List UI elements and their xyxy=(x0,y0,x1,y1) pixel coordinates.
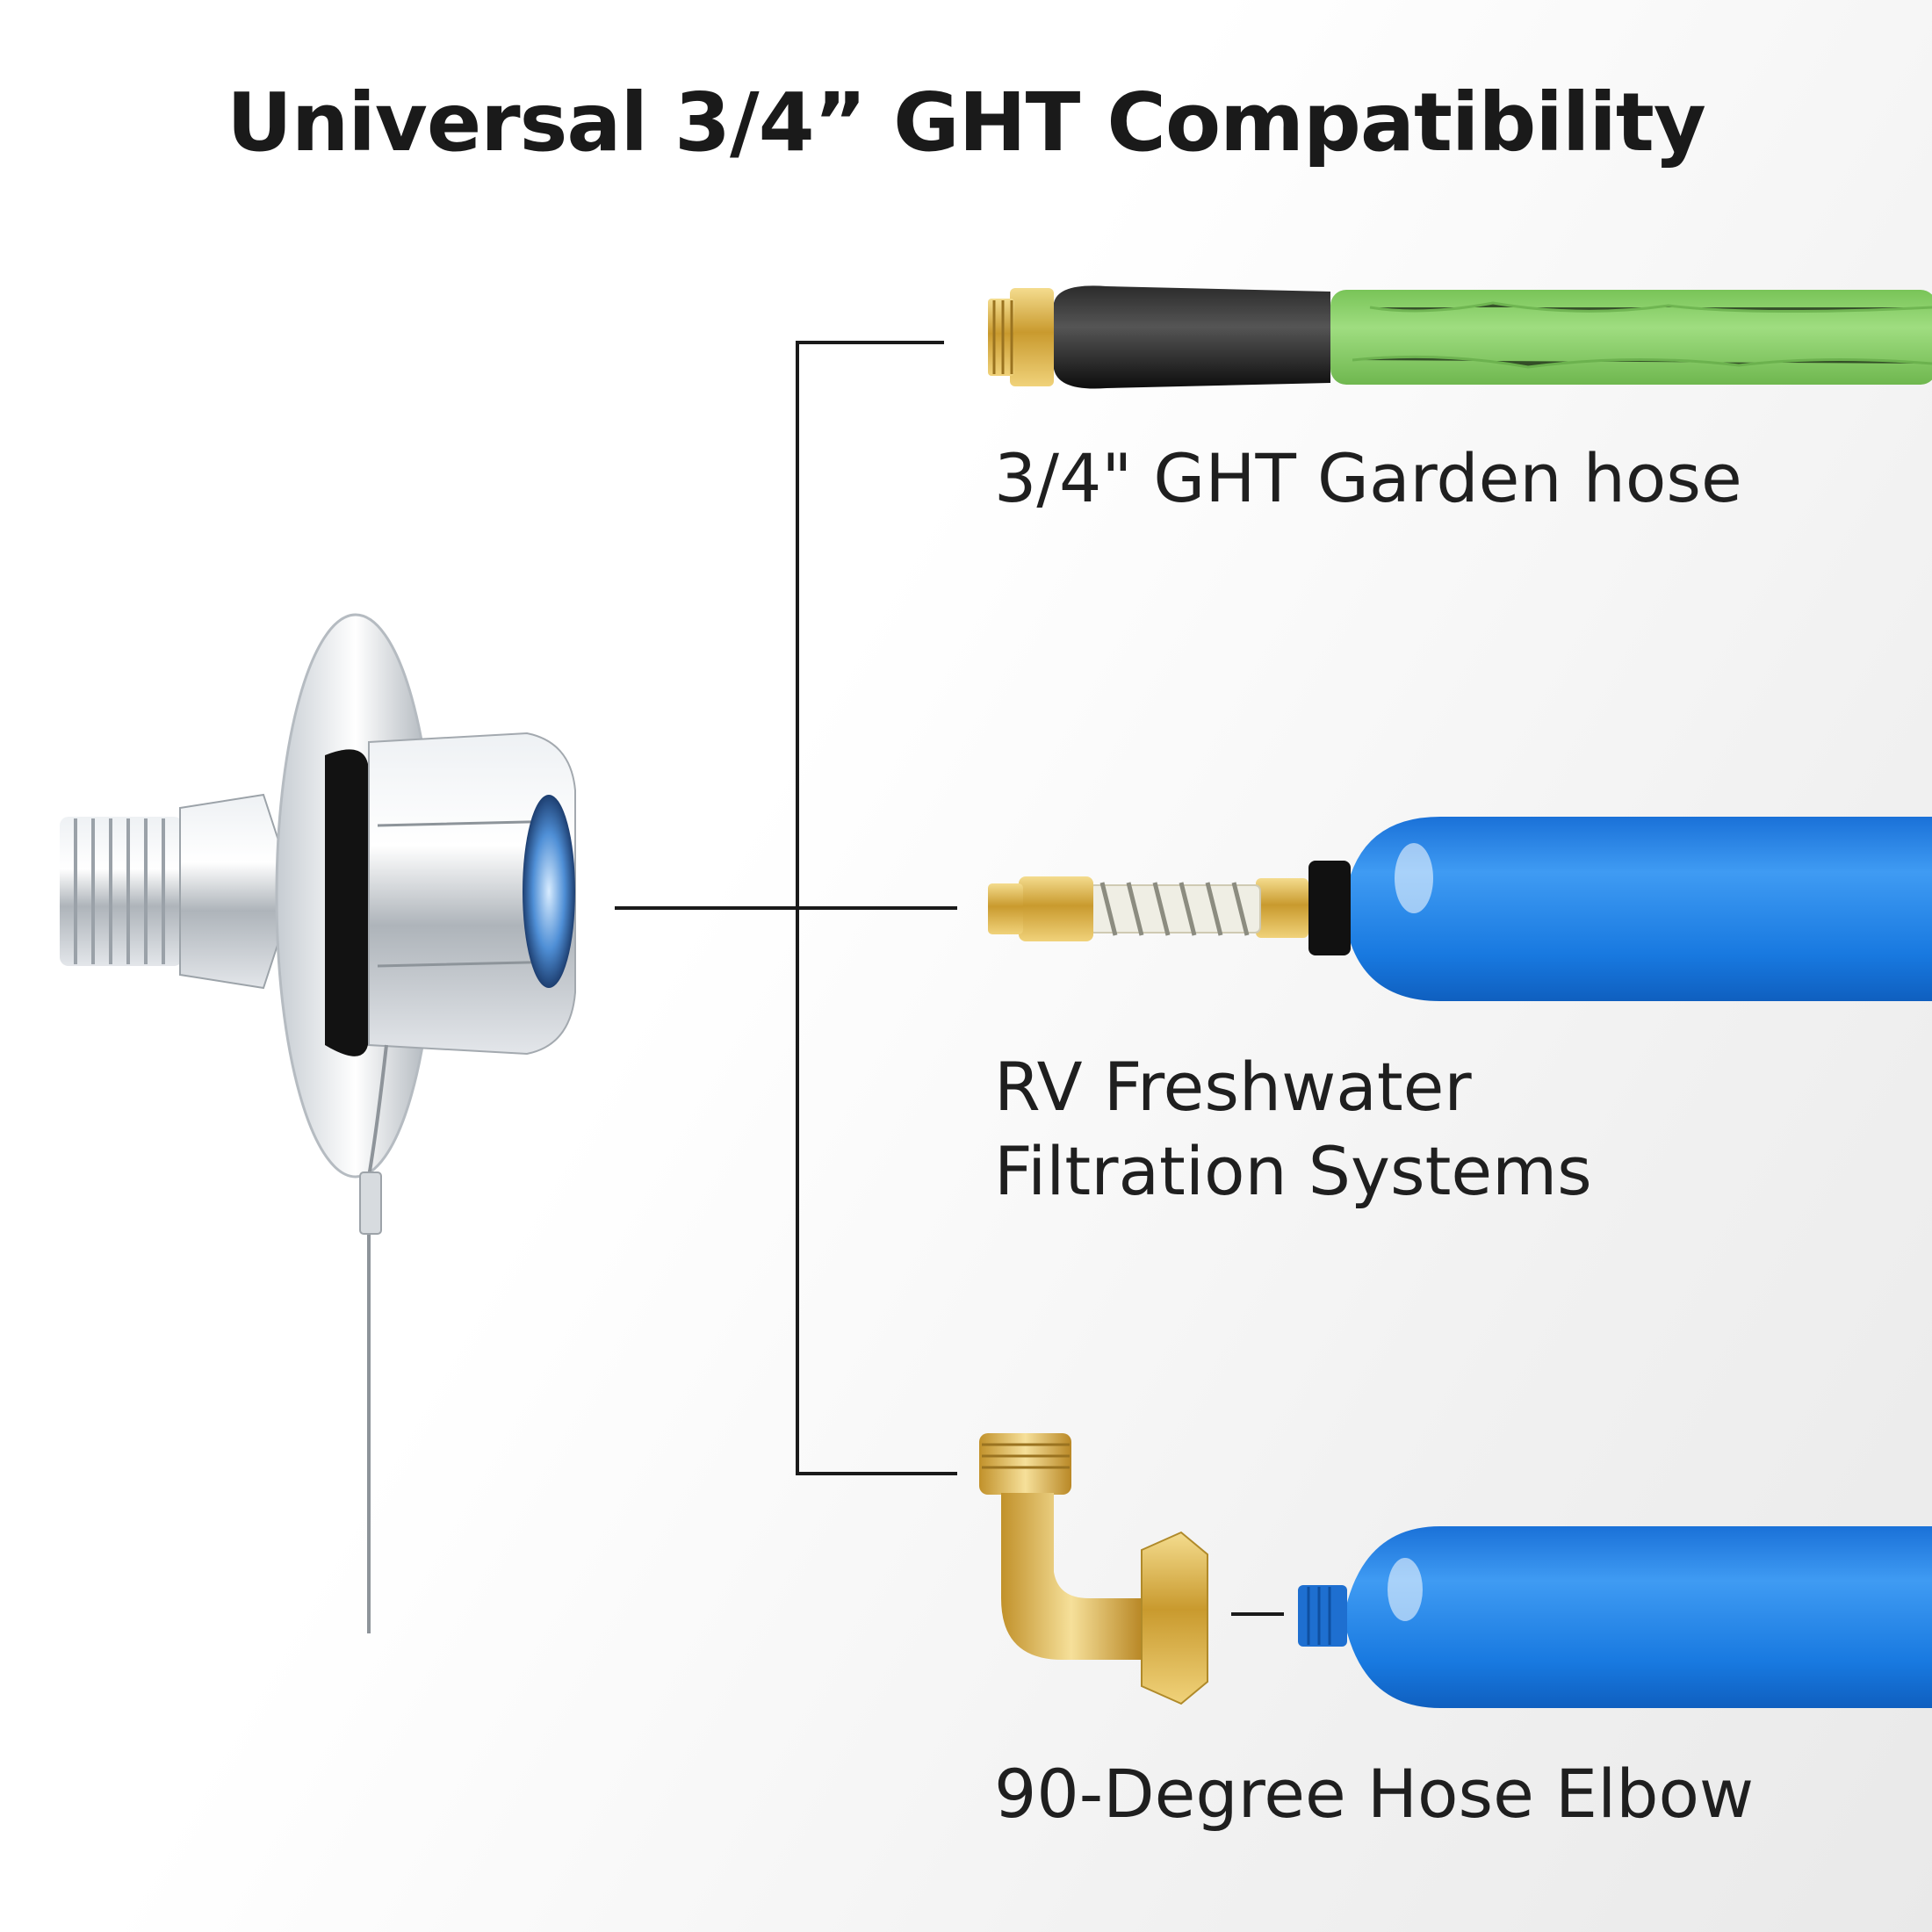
connector-lines xyxy=(615,341,1284,1616)
inline-water-filter-icon xyxy=(1298,1526,1932,1708)
page-title: Universal 3/4” GHT Compatibility xyxy=(227,76,1706,169)
garden-hose-label: 3/4" GHT Garden hose xyxy=(994,439,1742,517)
hose-elbow-label: 90-Degree Hose Elbow xyxy=(994,1755,1755,1833)
garden-hose-end-icon xyxy=(988,285,1932,389)
filtration-systems-label: RV Freshwater Filtration Systems xyxy=(994,1048,1592,1210)
brass-elbow-adapter-icon xyxy=(979,1433,1208,1705)
rv-water-filter-icon xyxy=(988,817,1932,1001)
stainless-water-inlet-fitting-icon xyxy=(60,613,576,1633)
